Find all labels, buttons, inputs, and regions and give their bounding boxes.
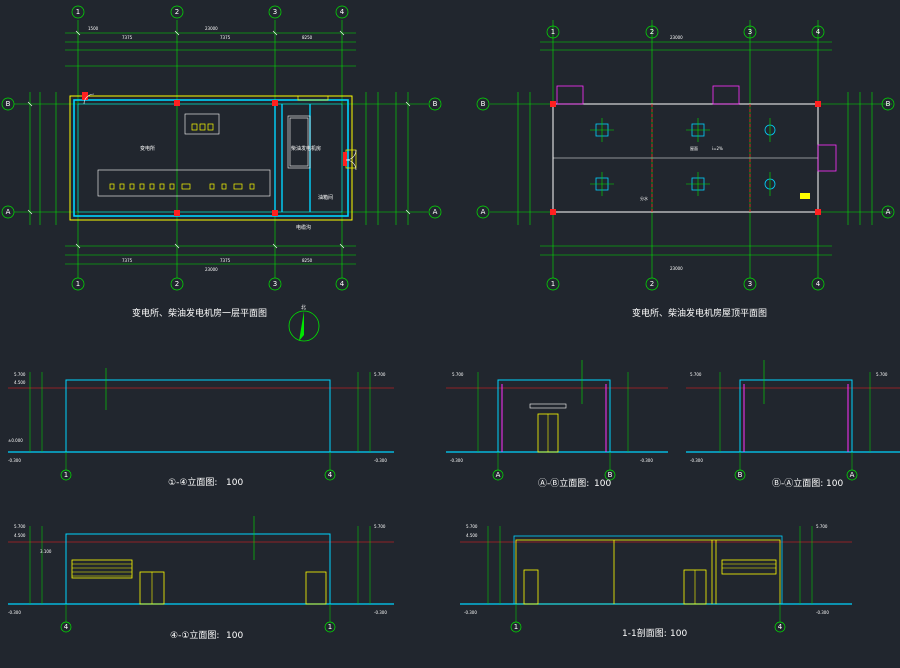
- section-level-eave: 4.500: [466, 533, 478, 538]
- plan-axis-3-bottom: 3: [273, 280, 277, 288]
- roof-axis-A-left: A: [481, 208, 486, 216]
- plan-total-dim-top: 23000: [205, 26, 218, 31]
- e4-label: ④-①立面图:: [170, 629, 219, 641]
- elevation-4-1: 5.700 4.500 3.100 -0.300 5.700 -0.300 4 …: [8, 516, 394, 641]
- roof-axis-3-bottom: 3: [748, 280, 752, 288]
- e4-level-top-right: 5.700: [374, 524, 386, 529]
- plan-axis-B-right: B: [433, 100, 438, 108]
- svg-text:8250: 8250: [302, 35, 313, 40]
- e4-level-ground: -0.300: [8, 610, 21, 615]
- roof-plan: 屋面 i=2% 分水 23000 23000 1 2 3 4 1 2 3 4 B…: [476, 20, 895, 319]
- roof-axis-B-right: B: [886, 100, 891, 108]
- e1-level-eave: 4.500: [14, 380, 26, 385]
- roof-axis-4-top: 4: [816, 28, 821, 36]
- plan-axis-4-top: 4: [340, 8, 345, 16]
- room-label-cable: 电缆沟: [296, 224, 311, 231]
- e1-axis-left: 1: [64, 471, 68, 479]
- e1-level-top: 5.700: [14, 372, 26, 377]
- section-axis-left: 1: [514, 623, 518, 631]
- elevation-1-4: 5.700 4.500 ±0.000 -0.300 5.700 -0.300 1…: [8, 368, 394, 488]
- roof-axis-3-top: 3: [748, 28, 752, 36]
- plan-bay2-dim: 7375: [220, 258, 231, 263]
- e1-level-floor: ±0.000: [8, 438, 23, 443]
- floor-plan: 1500 7375 7375 8250 23000 7375 7375 8250…: [1, 5, 442, 319]
- roof-axis-A-right: A: [886, 208, 891, 216]
- e4-level-ground-right: -0.300: [374, 610, 387, 615]
- e2-axis-left: A: [496, 471, 501, 479]
- plan-axis-1-bottom: 1: [76, 280, 80, 288]
- plan-total-dim-bottom: 23000: [205, 267, 218, 272]
- section-scale: 100: [670, 629, 687, 639]
- e3-axis-left: B: [738, 471, 743, 479]
- roof-axis-2-bottom: 2: [650, 280, 654, 288]
- e1-label: ①-④立面图:: [168, 476, 217, 488]
- roof-total-dim-top: 23000: [670, 35, 683, 40]
- e2-label: Ⓐ-Ⓑ立面图:: [538, 477, 589, 489]
- north-label: 北: [301, 304, 306, 311]
- e3-level-top: 5.700: [690, 372, 702, 377]
- section-label: 1-1剖面图:: [622, 627, 667, 639]
- roof-axis-B-left: B: [481, 100, 486, 108]
- roof-note-slope: i=2%: [712, 146, 723, 151]
- e2-level-top: 5.700: [452, 372, 464, 377]
- section-level-top-right: 5.700: [816, 524, 828, 529]
- e4-level-top: 5.700: [14, 524, 26, 529]
- north-arrow: 北: [288, 304, 320, 342]
- roof-note-divide: 分水: [640, 195, 648, 201]
- plan-axis-3-top: 3: [273, 8, 277, 16]
- e2-scale: 100: [594, 479, 611, 489]
- e4-axis-right: 1: [328, 623, 332, 631]
- e3-level-ground: -0.300: [690, 458, 703, 463]
- plan-bay3-dim: 8250: [302, 258, 313, 263]
- e2-level-ground: -0.300: [450, 458, 463, 463]
- e3-axis-right: A: [850, 471, 855, 479]
- section-level-ground-right: -0.300: [816, 610, 829, 615]
- floor-plan-title: 变电所、柴油发电机房一层平面图: [132, 307, 267, 319]
- e3-label: Ⓑ-Ⓐ立面图:: [772, 477, 823, 489]
- roof-total-dim-bottom: 23000: [670, 266, 683, 271]
- elevation-B-A: 5.700 -0.300 5.700 B A Ⓑ-Ⓐ立面图: 100: [686, 360, 900, 489]
- e1-axis-right: 4: [328, 471, 333, 479]
- plan-axis-4-bottom: 4: [340, 280, 345, 288]
- svg-text:7375: 7375: [220, 35, 231, 40]
- e4-level-window: 3.100: [40, 549, 52, 554]
- e4-scale: 100: [226, 631, 243, 641]
- roof-axis-4-bottom: 4: [816, 280, 821, 288]
- plan-axis-1-top: 1: [76, 8, 80, 16]
- room-label-substation: 变电所: [140, 145, 155, 152]
- plan-axis-2-top: 2: [175, 8, 179, 16]
- plan-axis-B-left: B: [6, 100, 11, 108]
- e1-level-ground-right: -0.300: [374, 458, 387, 463]
- e1-level-ground: -0.300: [8, 458, 21, 463]
- plan-axis-A-right: A: [433, 208, 438, 216]
- svg-text:1500: 1500: [88, 26, 99, 31]
- elevation-A-B: 5.700 -0.300 -0.300 A B Ⓐ-Ⓑ立面图: 100: [446, 360, 668, 489]
- section-1-1: 5.700 4.500 -0.300 5.700 -0.300 1 4 1-1剖…: [460, 524, 852, 639]
- section-level-top: 5.700: [466, 524, 478, 529]
- roof-plan-title: 变电所、柴油发电机房屋顶平面图: [632, 307, 767, 319]
- e2-level-ground-right: -0.300: [640, 458, 653, 463]
- e2-axis-right: B: [608, 471, 613, 479]
- e4-level-eave: 4.500: [14, 533, 26, 538]
- plan-bay1-dim: 7375: [122, 258, 133, 263]
- e4-axis-left: 4: [64, 623, 69, 631]
- svg-text:7375: 7375: [122, 35, 133, 40]
- plan-axis-A-left: A: [6, 208, 11, 216]
- e3-level-top-right: 5.700: [876, 372, 888, 377]
- roof-axis-2-top: 2: [650, 28, 654, 36]
- plan-axis-2-bottom: 2: [175, 280, 179, 288]
- section-level-ground: -0.300: [464, 610, 477, 615]
- section-axis-right: 4: [778, 623, 783, 631]
- room-label-generator: 柴油发电机房: [291, 145, 321, 152]
- e3-scale: 100: [826, 479, 843, 489]
- e1-level-top-right: 5.700: [374, 372, 386, 377]
- roof-note-roof: 屋面: [690, 145, 698, 151]
- roof-axis-1-bottom: 1: [551, 280, 555, 288]
- room-label-fuel: 油箱间: [318, 194, 333, 201]
- roof-axis-1-top: 1: [551, 28, 555, 36]
- e1-scale: 100: [226, 478, 243, 488]
